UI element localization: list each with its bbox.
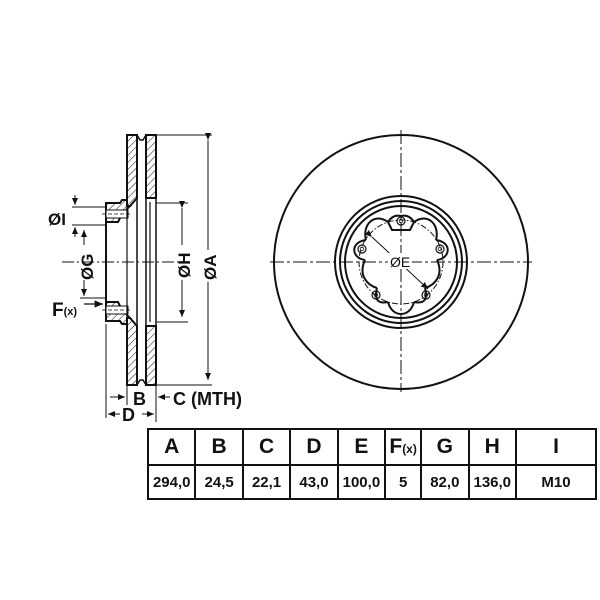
value-i: M10: [515, 464, 597, 500]
label-dia-e: ØE: [390, 254, 410, 270]
label-b: B: [133, 389, 146, 409]
value-f: 5: [384, 464, 423, 500]
bolt-hole-4: [371, 290, 381, 300]
value-g: 82,0: [420, 464, 470, 500]
value-d: 43,0: [289, 464, 339, 500]
bolt-hole-3: [421, 290, 431, 300]
header-h: H: [467, 428, 518, 466]
label-dia-h: ØH: [175, 253, 194, 279]
value-a: 294,0: [146, 464, 197, 500]
label-dia-g: ØG: [78, 254, 97, 280]
label-dia-i: ØI: [48, 210, 66, 229]
header-a: A: [146, 428, 197, 466]
value-c: 22,1: [241, 464, 292, 500]
spec-table: A B C D E F(x) G H I 294,0 24,5 22,1 43,…: [146, 428, 597, 500]
header-e: E: [336, 428, 387, 466]
header-b: B: [194, 428, 244, 466]
bolt-hole-2: [435, 244, 445, 254]
header-f: F(x): [384, 428, 423, 466]
friction-plate-inner: [126, 134, 138, 207]
hub-scalloped-bore: [353, 214, 449, 315]
label-d: D: [122, 405, 135, 425]
friction-plate-outer: [145, 134, 157, 199]
header-g: G: [420, 428, 470, 466]
spec-value-row: 294,0 24,5 22,1 43,0 100,0 5 82,0 136,0 …: [146, 464, 597, 500]
side-section-view: [62, 133, 212, 422]
header-f-sub: (x): [402, 442, 417, 456]
value-e: 100,0: [336, 464, 387, 500]
spec-header-row: A B C D E F(x) G H I: [146, 428, 597, 466]
label-f: F(x): [52, 300, 77, 321]
header-c: C: [241, 428, 292, 466]
front-view: [270, 130, 532, 392]
header-i: I: [515, 428, 597, 466]
label-c-mth: C (MTH): [173, 389, 242, 409]
header-f-label: F: [389, 435, 403, 458]
value-b: 24,5: [194, 464, 244, 500]
label-dia-a: ØA: [201, 255, 220, 281]
value-h: 136,0: [467, 464, 518, 500]
bolt-hole-1: [396, 216, 406, 226]
bolt-hole-5: [357, 244, 367, 254]
header-d: D: [289, 428, 339, 466]
